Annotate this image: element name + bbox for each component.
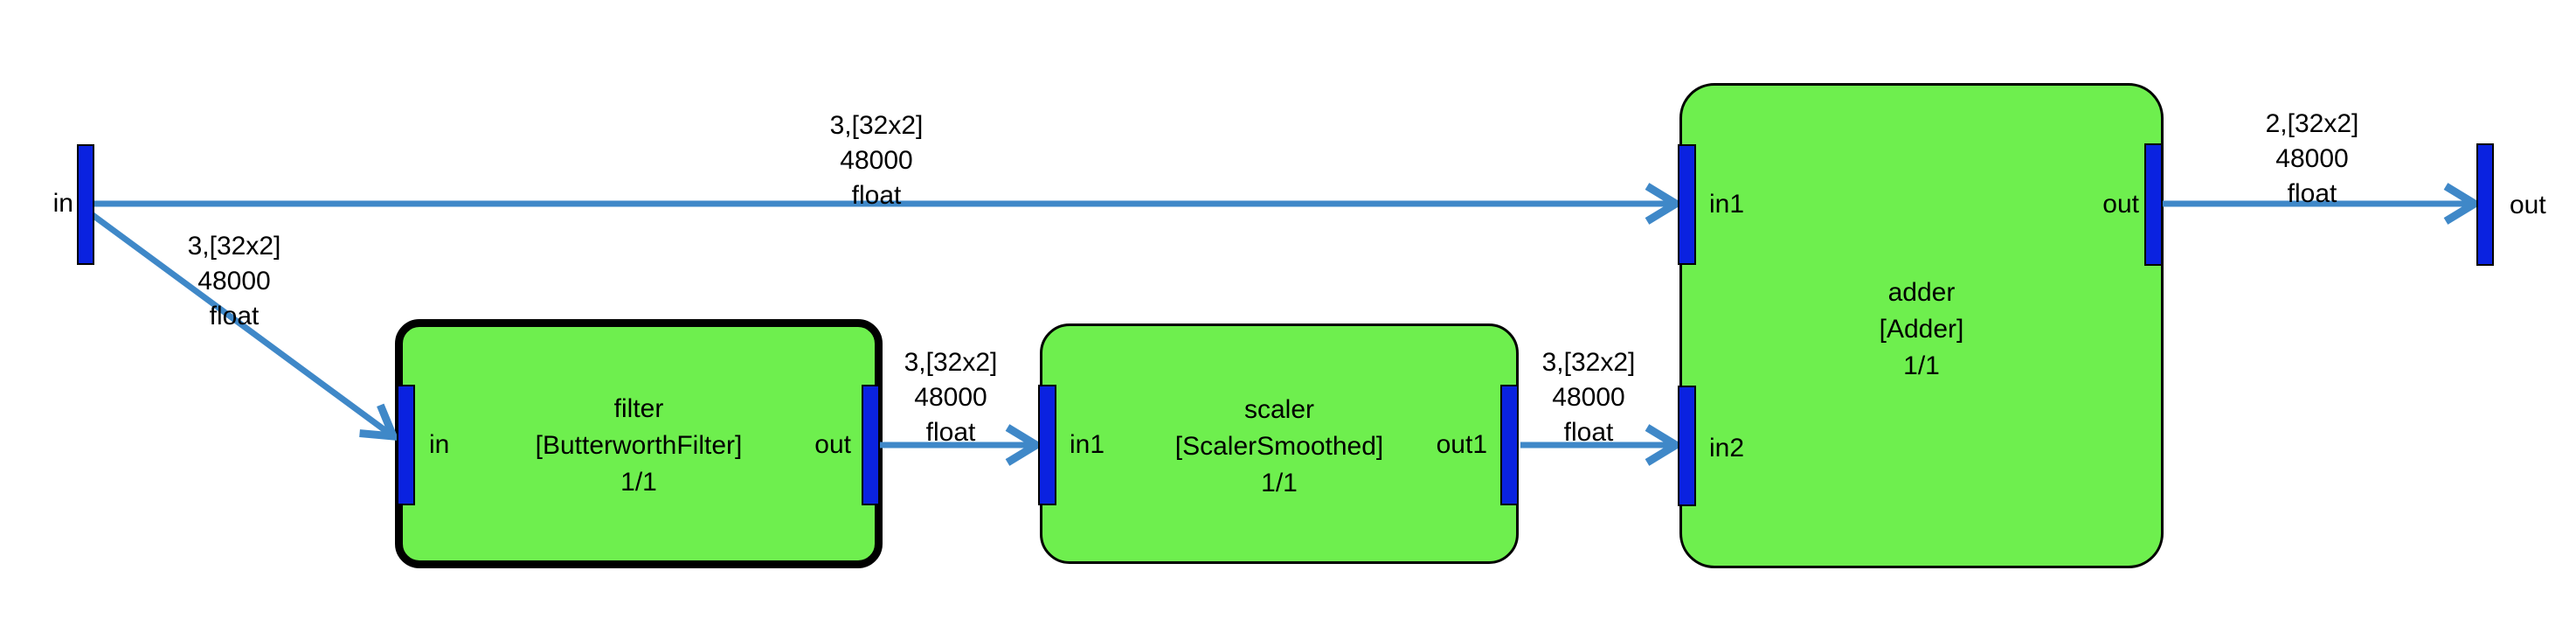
adder-in1-port[interactable] bbox=[1678, 144, 1696, 265]
edge-dtype: float bbox=[925, 418, 976, 447]
adder-in1-port-label: in1 bbox=[1709, 190, 1745, 219]
filter-out-port-label: out bbox=[814, 430, 851, 459]
scaler-in1-port[interactable] bbox=[1038, 385, 1056, 505]
block-name: filter bbox=[613, 394, 664, 423]
edge-sample-rate: 48000 bbox=[197, 267, 271, 296]
block-type: [ScalerSmoothed] bbox=[1174, 432, 1384, 461]
filter-in-port-label: in bbox=[429, 430, 450, 459]
adder-in2-port-label: in2 bbox=[1709, 434, 1745, 463]
output-terminal-port[interactable] bbox=[2476, 143, 2494, 266]
edge-dtype: float bbox=[2287, 179, 2337, 208]
edge-label-scaler-out1-to-adder-in2: 3,[32x2] 48000 float bbox=[1542, 345, 1636, 450]
filter-block-text: filter [ButterworthFilter] 1/1 bbox=[395, 391, 883, 501]
edge-label-in-to-filter-in: 3,[32x2] 48000 float bbox=[188, 229, 281, 334]
edge-dims: 3,[32x2] bbox=[1541, 348, 1636, 377]
filter-in-port[interactable] bbox=[397, 385, 415, 505]
edge-sample-rate: 48000 bbox=[2275, 144, 2349, 173]
filter-out-port[interactable] bbox=[862, 385, 880, 505]
edge-dtype: float bbox=[1563, 418, 1614, 447]
edge-dims: 3,[32x2] bbox=[829, 111, 924, 140]
edge-label-filter-out-to-scaler-in1: 3,[32x2] 48000 float bbox=[904, 345, 998, 450]
edge-dims: 3,[32x2] bbox=[187, 232, 281, 261]
adder-block-text: adder [Adder] 1/1 bbox=[1679, 275, 2164, 385]
block-rate: 1/1 bbox=[1903, 351, 1940, 380]
edge-sample-rate: 48000 bbox=[1552, 383, 1625, 412]
scaler-out1-port-label: out1 bbox=[1436, 430, 1487, 459]
block-type: [ButterworthFilter] bbox=[535, 431, 743, 460]
block-rate: 1/1 bbox=[620, 468, 657, 497]
edge-label-adder-out-to-out: 2,[32x2] 48000 float bbox=[2266, 107, 2359, 212]
block-type: [Adder] bbox=[1879, 315, 1964, 344]
edge-label-in-to-adder-in1: 3,[32x2] 48000 float bbox=[830, 108, 924, 213]
filter-block[interactable] bbox=[395, 319, 883, 568]
output-terminal-label: out bbox=[2510, 191, 2546, 219]
edge-dtype: float bbox=[209, 302, 260, 330]
input-terminal-port[interactable] bbox=[77, 144, 94, 265]
adder-in2-port[interactable] bbox=[1678, 386, 1696, 506]
scaler-out1-port[interactable] bbox=[1500, 385, 1519, 505]
edge-in-to-filter-in[interactable] bbox=[90, 212, 399, 442]
adder-out-port[interactable] bbox=[2144, 143, 2163, 266]
input-terminal-label: in bbox=[52, 189, 73, 218]
adder-block[interactable] bbox=[1679, 83, 2164, 568]
block-name: adder bbox=[1887, 278, 1956, 307]
block-name: scaler bbox=[1243, 395, 1315, 424]
edge-dtype: float bbox=[851, 181, 902, 210]
adder-out-port-label: out bbox=[2102, 190, 2139, 219]
block-rate: 1/1 bbox=[1261, 469, 1298, 497]
edge-sample-rate: 48000 bbox=[914, 383, 987, 412]
edge-dims: 3,[32x2] bbox=[904, 348, 998, 377]
edge-dims: 2,[32x2] bbox=[2265, 109, 2359, 138]
scaler-block-text: scaler [ScalerSmoothed] 1/1 bbox=[1040, 392, 1519, 502]
edge-sample-rate: 48000 bbox=[840, 146, 913, 175]
scaler-in1-port-label: in1 bbox=[1070, 430, 1105, 459]
